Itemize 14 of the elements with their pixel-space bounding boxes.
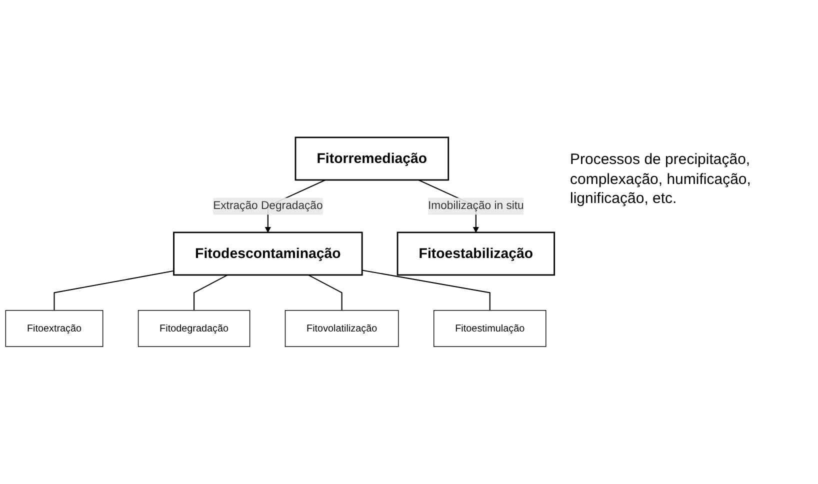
node-box: Fitoestimulação bbox=[434, 310, 546, 347]
node-box: Fitoextração bbox=[5, 310, 104, 347]
edge-label: Imobilização in situ bbox=[428, 200, 524, 212]
node-box: Fitoestabilização bbox=[396, 232, 556, 276]
node-box: Fitodescontaminação bbox=[173, 232, 363, 276]
node-box: Fitodegradação bbox=[138, 310, 250, 347]
connector bbox=[362, 270, 490, 310]
edge-label: Extração Degradação bbox=[213, 200, 323, 212]
node-note: Processos de precipitação, complexação, humificação, lignificação, etc. bbox=[570, 150, 752, 208]
node-box: Fitovolatilização bbox=[284, 310, 399, 347]
connector bbox=[54, 270, 174, 310]
node-box: Fitorremediação bbox=[294, 136, 450, 181]
connector bbox=[308, 274, 342, 310]
connector bbox=[194, 274, 228, 310]
